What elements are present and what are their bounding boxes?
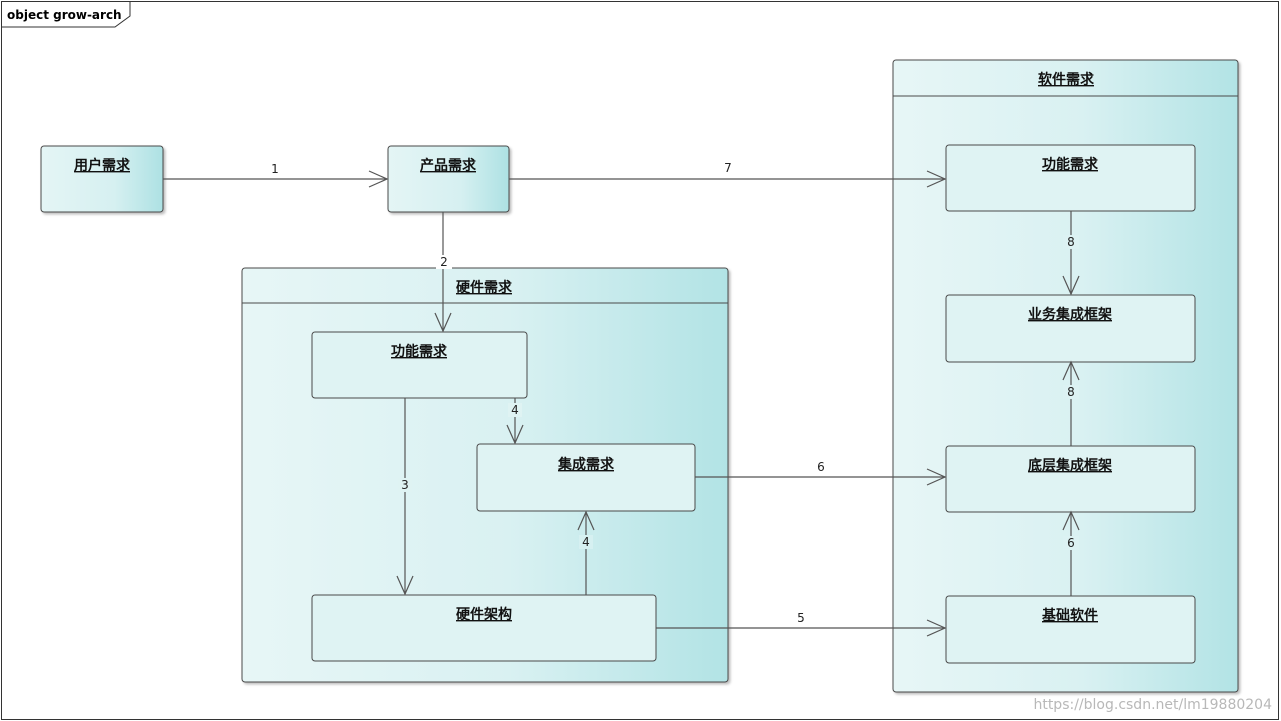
edge-3-label: 3: [401, 478, 409, 492]
frame-tab: [1, 1, 131, 28]
edge-1-arrowhead: [368, 170, 389, 188]
edge-8b-arrowhead: [1062, 360, 1080, 381]
edge-4a-label-bg: [508, 403, 522, 417]
frame-title: object grow-arch: [7, 8, 122, 22]
edge-4a-label: 4: [511, 403, 519, 417]
node-user-requirement[interactable]: [40, 145, 164, 213]
edge-4b-arrowhead: [577, 510, 595, 531]
node-sw-function-requirement[interactable]: [945, 144, 1196, 212]
edge-6a-label: 6: [817, 460, 825, 474]
node-hw-function-requirement[interactable]: [311, 331, 528, 399]
edge-2-label-bg: [436, 255, 452, 269]
node-sw-base-software[interactable]: [945, 595, 1196, 664]
edge-8a-label-bg: [1063, 235, 1079, 249]
edge-6b-label: 6: [1067, 536, 1075, 550]
node-hw-architecture-title: 硬件架构: [456, 606, 512, 623]
edge-4a-arrowhead: [506, 424, 524, 445]
node-hw-integration-requirement[interactable]: [476, 443, 696, 512]
edge-3-arrowhead: [396, 575, 414, 596]
edge-8a-label: 8: [1067, 235, 1075, 249]
node-product-requirement[interactable]: [387, 145, 510, 213]
container-software-requirement[interactable]: [892, 59, 1239, 693]
node-hw-integration-requirement-title: 集成需求: [557, 456, 615, 473]
edge-2-label: 2: [440, 255, 448, 269]
container-hardware-title: 硬件需求: [456, 279, 513, 296]
edge-7-label: 7: [724, 161, 732, 175]
container-software-title: 软件需求: [1038, 71, 1095, 88]
edge-4b-label-bg: [579, 535, 593, 549]
node-sw-base-framework-title: 底层集成框架: [1028, 457, 1112, 474]
edge-6a-arrowhead: [926, 468, 947, 486]
edge-6b-arrowhead: [1062, 510, 1080, 531]
node-sw-function-requirement-title: 功能需求: [1042, 156, 1099, 173]
edge-4b-label: 4: [582, 535, 590, 549]
node-sw-base-framework[interactable]: [945, 445, 1196, 513]
watermark-text: https://blog.csdn.net/lm19880204: [1033, 697, 1272, 713]
edge-8b-label: 8: [1067, 385, 1075, 399]
node-sw-business-framework[interactable]: [945, 294, 1196, 363]
edge-5-arrowhead: [926, 619, 947, 637]
edge-6b-label-bg: [1063, 536, 1079, 550]
node-hw-architecture[interactable]: [311, 594, 657, 662]
node-hw-function-requirement-title: 功能需求: [391, 343, 448, 360]
edge-1-label: 1: [271, 162, 279, 176]
node-user-requirement-title: 用户需求: [74, 157, 131, 174]
node-sw-business-framework-title: 业务集成框架: [1028, 306, 1112, 323]
edge-5-label: 5: [797, 611, 805, 625]
node-sw-base-software-title: 基础软件: [1042, 607, 1098, 624]
edge-7-arrowhead: [926, 170, 947, 188]
edge-8a-arrowhead: [1062, 275, 1080, 296]
node-product-requirement-title: 产品需求: [420, 157, 477, 174]
edge-2-arrowhead: [434, 312, 452, 333]
edge-8b-label-bg: [1063, 385, 1079, 399]
edge-3-label-bg: [398, 478, 412, 492]
